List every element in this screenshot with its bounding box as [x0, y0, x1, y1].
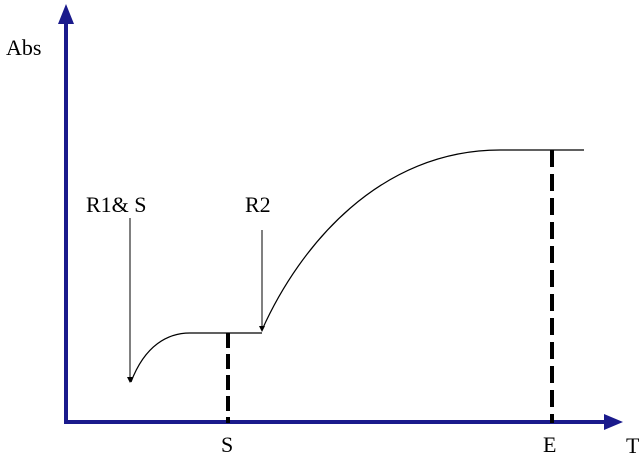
x-axis-label: T [626, 433, 639, 458]
x-axis-arrowhead [604, 414, 623, 430]
y-axis-label: Abs [6, 35, 41, 60]
y-axis-arrowhead [58, 4, 74, 24]
absorbance-curve [130, 149, 584, 383]
axes [58, 4, 623, 430]
label-r1-s: R1& S [86, 192, 147, 217]
curve-segment-lag [130, 332, 191, 383]
curve-segment-rise [261, 149, 501, 331]
marker-label-end: E [543, 432, 556, 457]
label-r2: R2 [245, 192, 271, 217]
marker-label-start: S [221, 432, 233, 457]
